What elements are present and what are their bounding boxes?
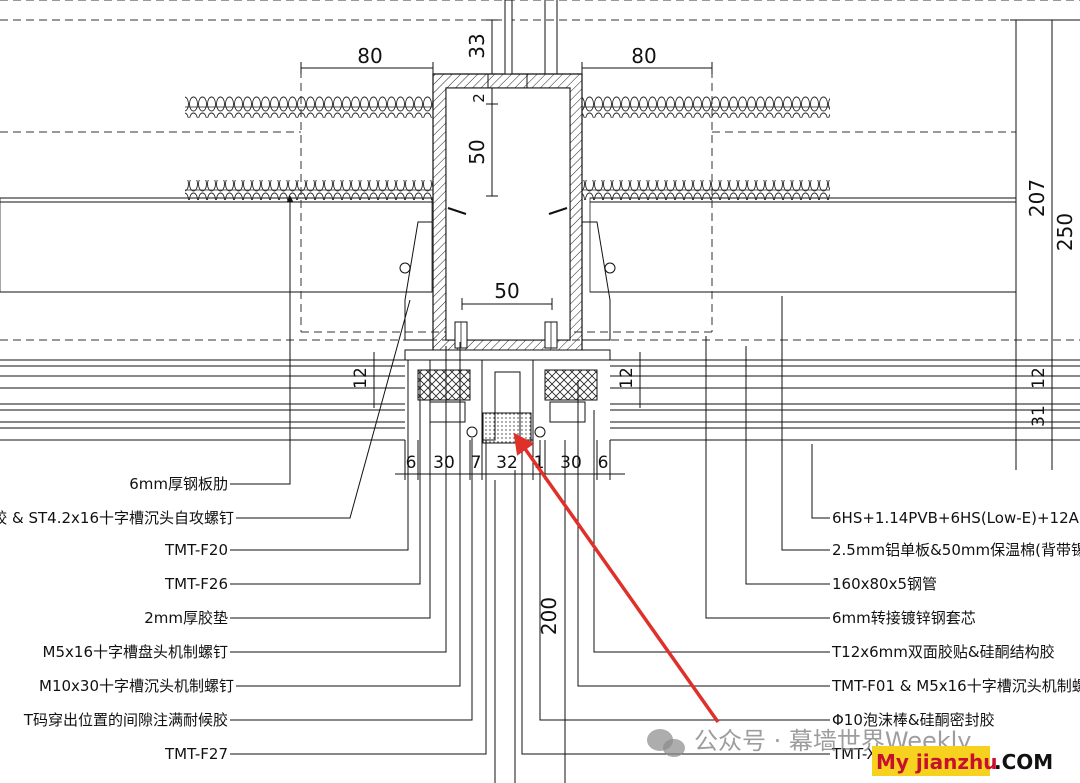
dimension-80-left: 80 — [357, 44, 382, 68]
site-watermark: My jianzhu .COM — [872, 746, 1053, 776]
label-6mm-steel-rib: 6mm厚钢板肋 — [129, 475, 228, 493]
dimension-31: 31 — [1029, 405, 1049, 427]
red-arrow — [513, 432, 720, 724]
label-tmt-f26: TMT-F26 — [164, 575, 228, 593]
steel-tube — [432, 73, 583, 353]
label-double-sided-tape: T12x6mm双面胶贴&硅酮结构胶 — [831, 643, 1055, 661]
site-name-text: My jianzhu — [876, 750, 997, 774]
rebar-coil — [185, 96, 830, 200]
label-tmt-f27: TMT-F27 — [164, 745, 228, 763]
label-galvanized-sleeve: 6mm转接镀锌钢套芯 — [832, 609, 976, 627]
dimension-6-left: 6 — [406, 453, 417, 473]
vertical-rod — [504, 0, 558, 75]
leader-lines-right — [521, 296, 830, 755]
label-steel-tube: 160x80x5钢管 — [832, 575, 937, 593]
dimension-30-right: 30 — [560, 453, 582, 473]
dimension-80-right: 80 — [631, 44, 656, 68]
label-foam-rod-sealant: Φ10泡沫棒&硅酮密封胶 — [832, 711, 995, 729]
aluminum-bracket — [399, 207, 616, 341]
label-tmt-f20: TMT-F20 — [164, 541, 228, 559]
dimension-12-left: 12 — [351, 367, 371, 389]
glass-pane — [0, 359, 1080, 441]
label-m5x16-pan-screw: M5x16十字槽盘头机制螺钉 — [43, 643, 228, 661]
dimension-12-right: 12 — [617, 367, 637, 389]
dimension-250: 250 — [1053, 213, 1077, 251]
bolt — [454, 321, 558, 349]
dimension-1: 1 — [534, 453, 545, 473]
dimension-lines — [300, 19, 1080, 783]
label-aluminum-panel-insulation: 2.5mm铝单板&50mm保温棉(背带锡箔纸) — [832, 541, 1080, 559]
site-suffix-text: .COM — [994, 750, 1053, 774]
label-2mm-rubber-pad: 2mm厚胶垫 — [144, 609, 228, 627]
t-profile — [404, 349, 611, 444]
dimension-200: 200 — [537, 597, 561, 635]
leader-lines-left — [230, 195, 487, 755]
label-tmt-f01-screw: TMT-F01 & M5x16十字槽沉头机制螺钉 — [831, 677, 1080, 695]
dimension-2: 2 — [470, 93, 488, 103]
dimension-50-vertical: 50 — [465, 139, 489, 164]
dimension-33: 33 — [465, 33, 489, 58]
wechat-icon — [647, 729, 685, 757]
dimension-50-horizontal: 50 — [494, 279, 519, 303]
dimension-12-far: 12 — [1029, 367, 1049, 389]
dimension-30-left: 30 — [433, 453, 455, 473]
dimension-7: 7 — [471, 453, 482, 473]
label-hard-pad-sealant-screw: 硬质垫块&硅酮密封胶 & ST4.2x16十字槽沉头自攻螺钉 — [0, 509, 234, 527]
label-laminated-glass: 6HS+1.14PVB+6HS(Low-E)+12Air+6TP夹胶中 — [832, 509, 1080, 527]
dimension-207: 207 — [1025, 179, 1049, 217]
label-t-code-gap-sealant: T码穿出位置的间隙注满耐候胶 — [23, 711, 228, 729]
dimension-32: 32 — [496, 453, 518, 473]
label-m10x30-csk-screw: M10x30十字槽沉头机制螺钉 — [39, 677, 234, 695]
dimension-6-right: 6 — [598, 453, 609, 473]
